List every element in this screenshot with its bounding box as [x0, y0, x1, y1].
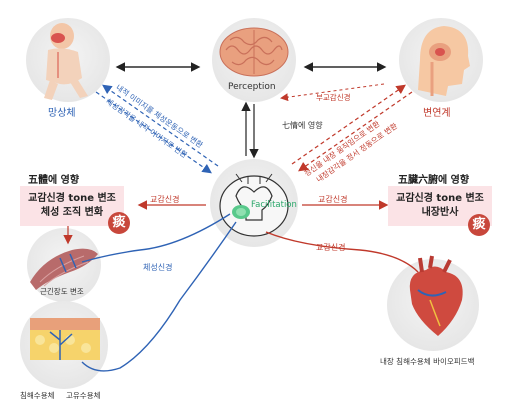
- facilitation-label: Facilitation: [251, 200, 297, 210]
- perception-label: Perception: [228, 82, 276, 92]
- left-phlegm-badge: 痰: [108, 212, 130, 234]
- somatic-label: 체성신경: [143, 263, 173, 272]
- chiljeong-label: 七情에 영향: [282, 121, 323, 130]
- somatic-muscle-path: [81, 213, 231, 263]
- limbic-head-icon: [418, 26, 470, 96]
- red-diag-up: [291, 84, 406, 165]
- skin-label-1: 침해수용체: [20, 391, 55, 400]
- heart-icon: [409, 255, 463, 336]
- limbic-label: 변연계: [423, 108, 451, 119]
- blue-diag-down: [95, 91, 212, 174]
- muscle-icon: [30, 248, 98, 290]
- parasympathetic-label: 부교감신경: [316, 93, 351, 102]
- sympathetic-heart-path: [265, 231, 419, 273]
- right-phlegm-badge: 痰: [468, 214, 490, 236]
- somatic-skin-path: [81, 221, 237, 372]
- right-panel-line1: 교감신경 tone 변조: [396, 193, 484, 204]
- right-panel-line2: 내장반사: [421, 207, 459, 218]
- spinal-cord-icon: [219, 173, 289, 237]
- heart-label: 내장 침해수용체 바이오피드백: [380, 357, 475, 366]
- left-panel-box: 교감신경 tone 변조 체성 조직 변화: [20, 186, 124, 226]
- sympathetic-heart-label: 교감신경: [316, 243, 346, 252]
- brain-icon: [219, 27, 289, 77]
- red-diag-down: [298, 91, 413, 172]
- left-panel-line1: 교감신경 tone 변조: [28, 193, 116, 204]
- sympathetic-left-label: 교감신경: [150, 195, 180, 204]
- sympathetic-right-label: 교감신경: [318, 195, 348, 204]
- blue-diag-up: [102, 84, 219, 167]
- parasympathetic-arrow: [280, 83, 385, 102]
- left-panel-title: 五體에 영향: [28, 175, 80, 186]
- reticular-label: 망상체: [48, 108, 76, 119]
- skin-icon: [30, 318, 100, 360]
- right-panel-title: 五臟六腑에 영향: [398, 175, 470, 186]
- muscle-label: 근긴장도 변조: [40, 287, 84, 296]
- left-panel-line2: 체성 조직 변화: [40, 207, 104, 218]
- reticular-figure-icon: [44, 23, 88, 100]
- skin-label-2: 고유수용체: [66, 391, 101, 400]
